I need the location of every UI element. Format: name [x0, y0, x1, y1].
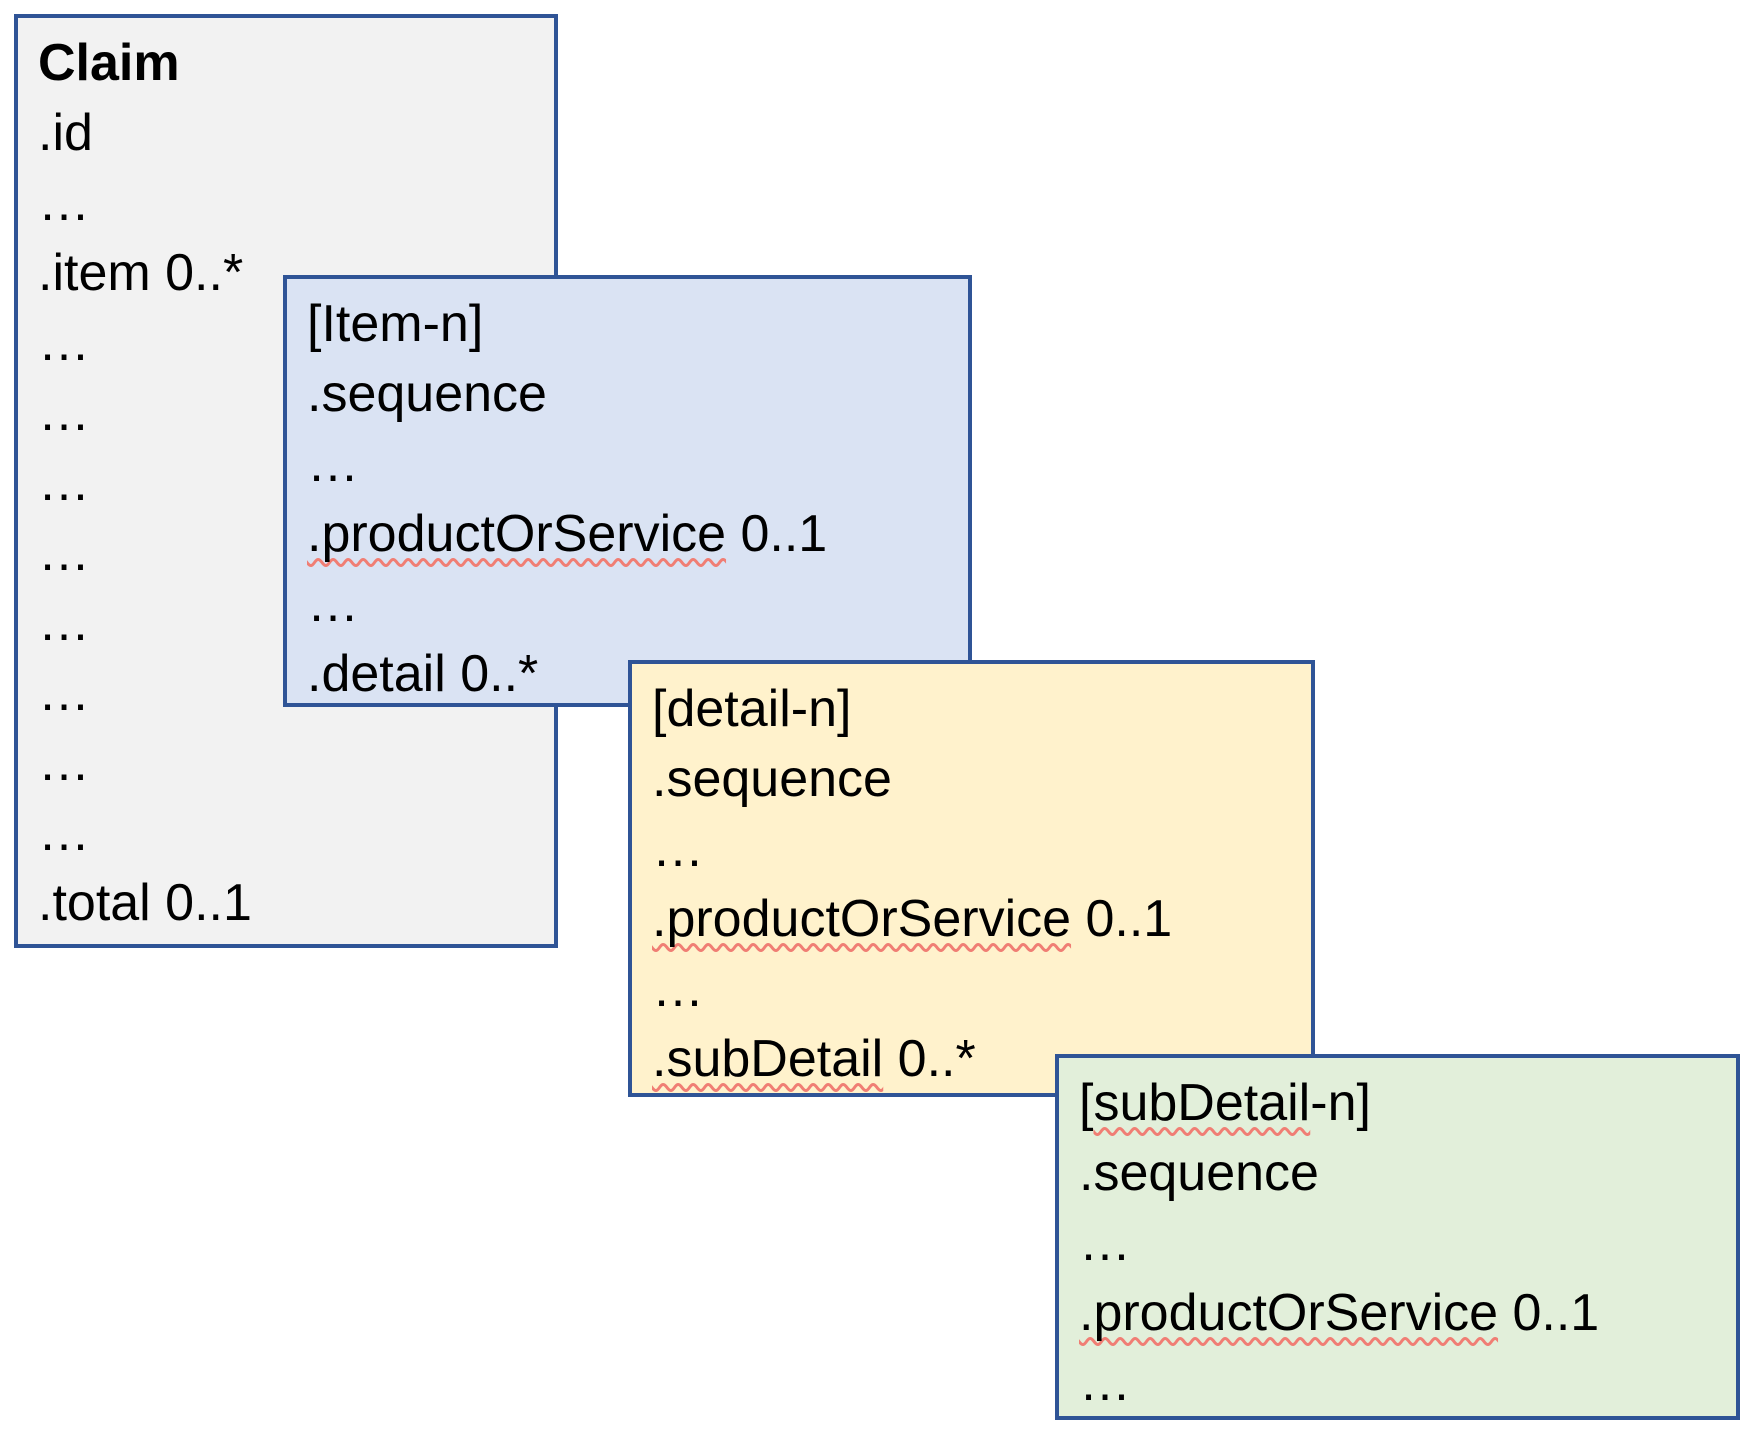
field-text: .detail 0..*: [307, 645, 539, 703]
detail-fields: [detail-n] .sequence … .productOrService 0.…: [652, 674, 1293, 1094]
field-text: …: [38, 594, 90, 652]
field-text: …: [38, 524, 90, 582]
field-text: .total 0..1: [38, 874, 252, 932]
field-text: .sequence: [652, 750, 892, 808]
field-line: .subDetail 0..*: [652, 1024, 1293, 1094]
field-line: [subDetail-n]: [1079, 1068, 1718, 1138]
field-line: …: [652, 814, 1293, 884]
field-line: …: [38, 658, 536, 728]
field-text: [Item-n]: [307, 295, 484, 353]
field-text: .sequence: [1079, 1144, 1319, 1202]
field-line: …: [1079, 1208, 1718, 1278]
field-text: -n]: [1310, 1074, 1371, 1132]
field-line: .productOrService 0..1: [1079, 1278, 1718, 1348]
field-line: …: [38, 378, 536, 448]
field-text: .item 0..*: [38, 244, 244, 302]
field-line: .total 0..1: [38, 868, 536, 938]
field-line: .productOrService 0..1: [307, 499, 950, 569]
field-text: …: [38, 384, 90, 442]
field-text: …: [1079, 1214, 1131, 1272]
field-text: …: [38, 804, 90, 862]
field-line: .detail 0..*: [307, 639, 950, 709]
field-line: [detail-n]: [652, 674, 1293, 744]
field-text: …: [307, 435, 359, 493]
subdetail-box: [subDetail-n] .sequence … .productOrService…: [1055, 1054, 1740, 1420]
field-text: …: [38, 174, 90, 232]
field-line: .item 0..*: [38, 238, 536, 308]
field-line: …: [38, 728, 536, 798]
field-text: [: [1079, 1074, 1094, 1132]
field-line: …: [38, 518, 536, 588]
field-text: …: [1079, 1354, 1131, 1412]
claim-fields: Claim .id … .item 0..* … … … … … … … … .total 0..1: [38, 28, 536, 938]
item-box: [Item-n] .sequence … .productOrService 0..1…: [283, 275, 972, 707]
field-text: …: [38, 314, 90, 372]
field-text: 0..1: [726, 505, 828, 563]
field-line: .sequence: [652, 744, 1293, 814]
field-text: .id: [38, 104, 93, 162]
field-line: …: [1079, 1348, 1718, 1418]
field-line: …: [38, 588, 536, 658]
field-text: …: [38, 734, 90, 792]
field-line: .id: [38, 98, 536, 168]
detail-box: [detail-n] .sequence … .productOrService 0.…: [628, 660, 1315, 1097]
field-line: …: [38, 798, 536, 868]
subdetail-fields: [subDetail-n] .sequence … .productOrService…: [1079, 1068, 1718, 1418]
misspelling-underline: .productOrService: [307, 505, 727, 563]
field-text: …: [38, 664, 90, 722]
field-line: .productOrService 0..1: [652, 884, 1293, 954]
field-line: …: [307, 569, 950, 639]
field-text: .sequence: [307, 365, 547, 423]
field-line: …: [307, 429, 950, 499]
field-line: …: [38, 308, 536, 378]
field-text: 0..*: [883, 1030, 976, 1088]
field-line: Claim: [38, 28, 536, 98]
field-text: 0..1: [1498, 1284, 1600, 1342]
field-line: .sequence: [1079, 1138, 1718, 1208]
field-line: [Item-n]: [307, 289, 950, 359]
misspelling-underline: .subDetail: [652, 1030, 884, 1088]
field-line: …: [38, 448, 536, 518]
field-line: …: [38, 168, 536, 238]
field-text: Claim: [38, 34, 180, 92]
field-text: …: [307, 575, 359, 633]
field-text: …: [38, 454, 90, 512]
misspelling-underline: .productOrService: [652, 890, 1072, 948]
field-text: 0..1: [1071, 890, 1173, 948]
field-text: [detail-n]: [652, 680, 852, 738]
misspelling-underline: .productOrService: [1079, 1284, 1499, 1342]
field-line: .sequence: [307, 359, 950, 429]
item-fields: [Item-n] .sequence … .productOrService 0..1…: [307, 289, 950, 709]
misspelling-underline: subDetail: [1093, 1074, 1311, 1132]
field-text: …: [652, 820, 704, 878]
field-line: …: [652, 954, 1293, 1024]
field-text: …: [652, 960, 704, 1018]
